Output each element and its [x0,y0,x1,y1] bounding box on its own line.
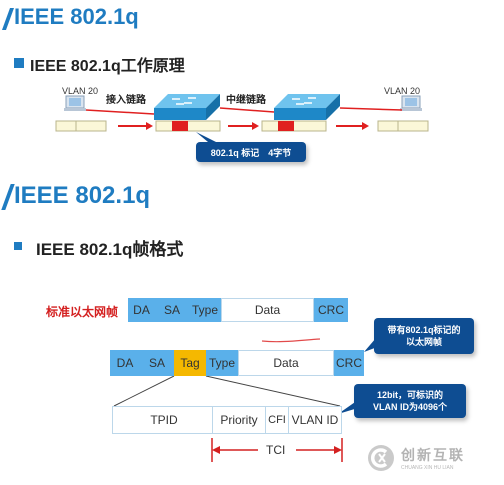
tagged-callout-line2: 以太网帧 [405,337,442,347]
vlan-callout-line2: VLAN ID为4096个 [372,402,448,412]
vlan-label-left: VLAN 20 [62,86,99,96]
field-cfi: CFI [268,414,286,426]
watermark-cn: 创新互联 [401,447,465,463]
tci-indicator [211,438,343,462]
access-link-label: 接入链路 [106,95,146,106]
field-tpid: TPID [150,413,178,427]
std-sa: SA [155,298,189,322]
tag-fields-frame [112,406,342,434]
handwritten-stroke [261,338,321,343]
vlan-topology-diagram [55,94,429,142]
tagged-sa: SA [140,350,174,376]
watermark-en: CHUANG XIN HU LIAN [401,465,454,471]
frame-format-title: IEEE 802.1q [14,182,151,209]
field-vlan-id: VLAN ID [291,413,339,427]
page-title: IEEE 802.1q [14,4,139,29]
title-accent [1,8,15,30]
title-accent-2 [1,184,15,210]
callout-pointer [196,132,216,142]
tagged-crc: CRC [334,350,364,376]
tag-callout: 802.1q 标记 4字节 [196,142,306,162]
switch-right-icon [274,94,340,120]
tagged-callout-line1: 带有802.1q标记的 [387,325,461,335]
vlan-label-right: VLAN 20 [384,86,421,96]
flow-arrows [118,122,369,130]
std-da: DA [128,298,155,322]
pc-right-icon [400,95,422,111]
frame-bar-3 [261,120,327,132]
field-divider-1 [212,406,213,434]
switch-left-icon [154,94,220,120]
frame-format-heading: IEEE 802.1q帧格式 [36,240,184,259]
bullet-square-2 [14,242,22,250]
frame-bar-4 [377,120,429,132]
tagged-da: DA [110,350,140,376]
vlan-id-callout: 12bit，可标识的 VLAN ID为4096个 [354,384,466,418]
tag-callout-text: 802.1q 标记 4字节 [210,147,292,158]
tagged-tag: Tag [174,350,206,376]
tagged-frame-callout: 带有802.1q标记的 以太网帧 [374,318,474,354]
tagged-type: Type [206,350,238,376]
std-type: Type [189,298,221,322]
std-data: Data [221,298,314,322]
tci-label: TCI [266,443,286,457]
field-divider-3 [288,406,289,434]
vlan-callout-line1: 12bit，可标识的 [376,390,443,400]
section-heading: IEEE 802.1q工作原理 [30,58,185,75]
trunk-link-label: 中继链路 [226,95,266,106]
frame-bar-1 [55,120,107,132]
bullet-square [14,58,24,68]
vlan-callout-pointer [338,400,358,414]
std-frame-label: 标准以太网帧 [46,305,119,319]
field-divider-2 [265,406,266,434]
field-priority: Priority [220,413,258,427]
tagged-callout-pointer [364,338,380,352]
watermark-icon [368,445,394,471]
std-crc: CRC [314,298,348,322]
watermark-logo: 创新互联 CHUANG XIN HU LIAN [366,440,496,476]
tag-expansion-lines [113,376,341,407]
tagged-data: Data [238,350,334,376]
frame-bar-2 [155,120,221,132]
pc-left-icon [64,95,86,111]
